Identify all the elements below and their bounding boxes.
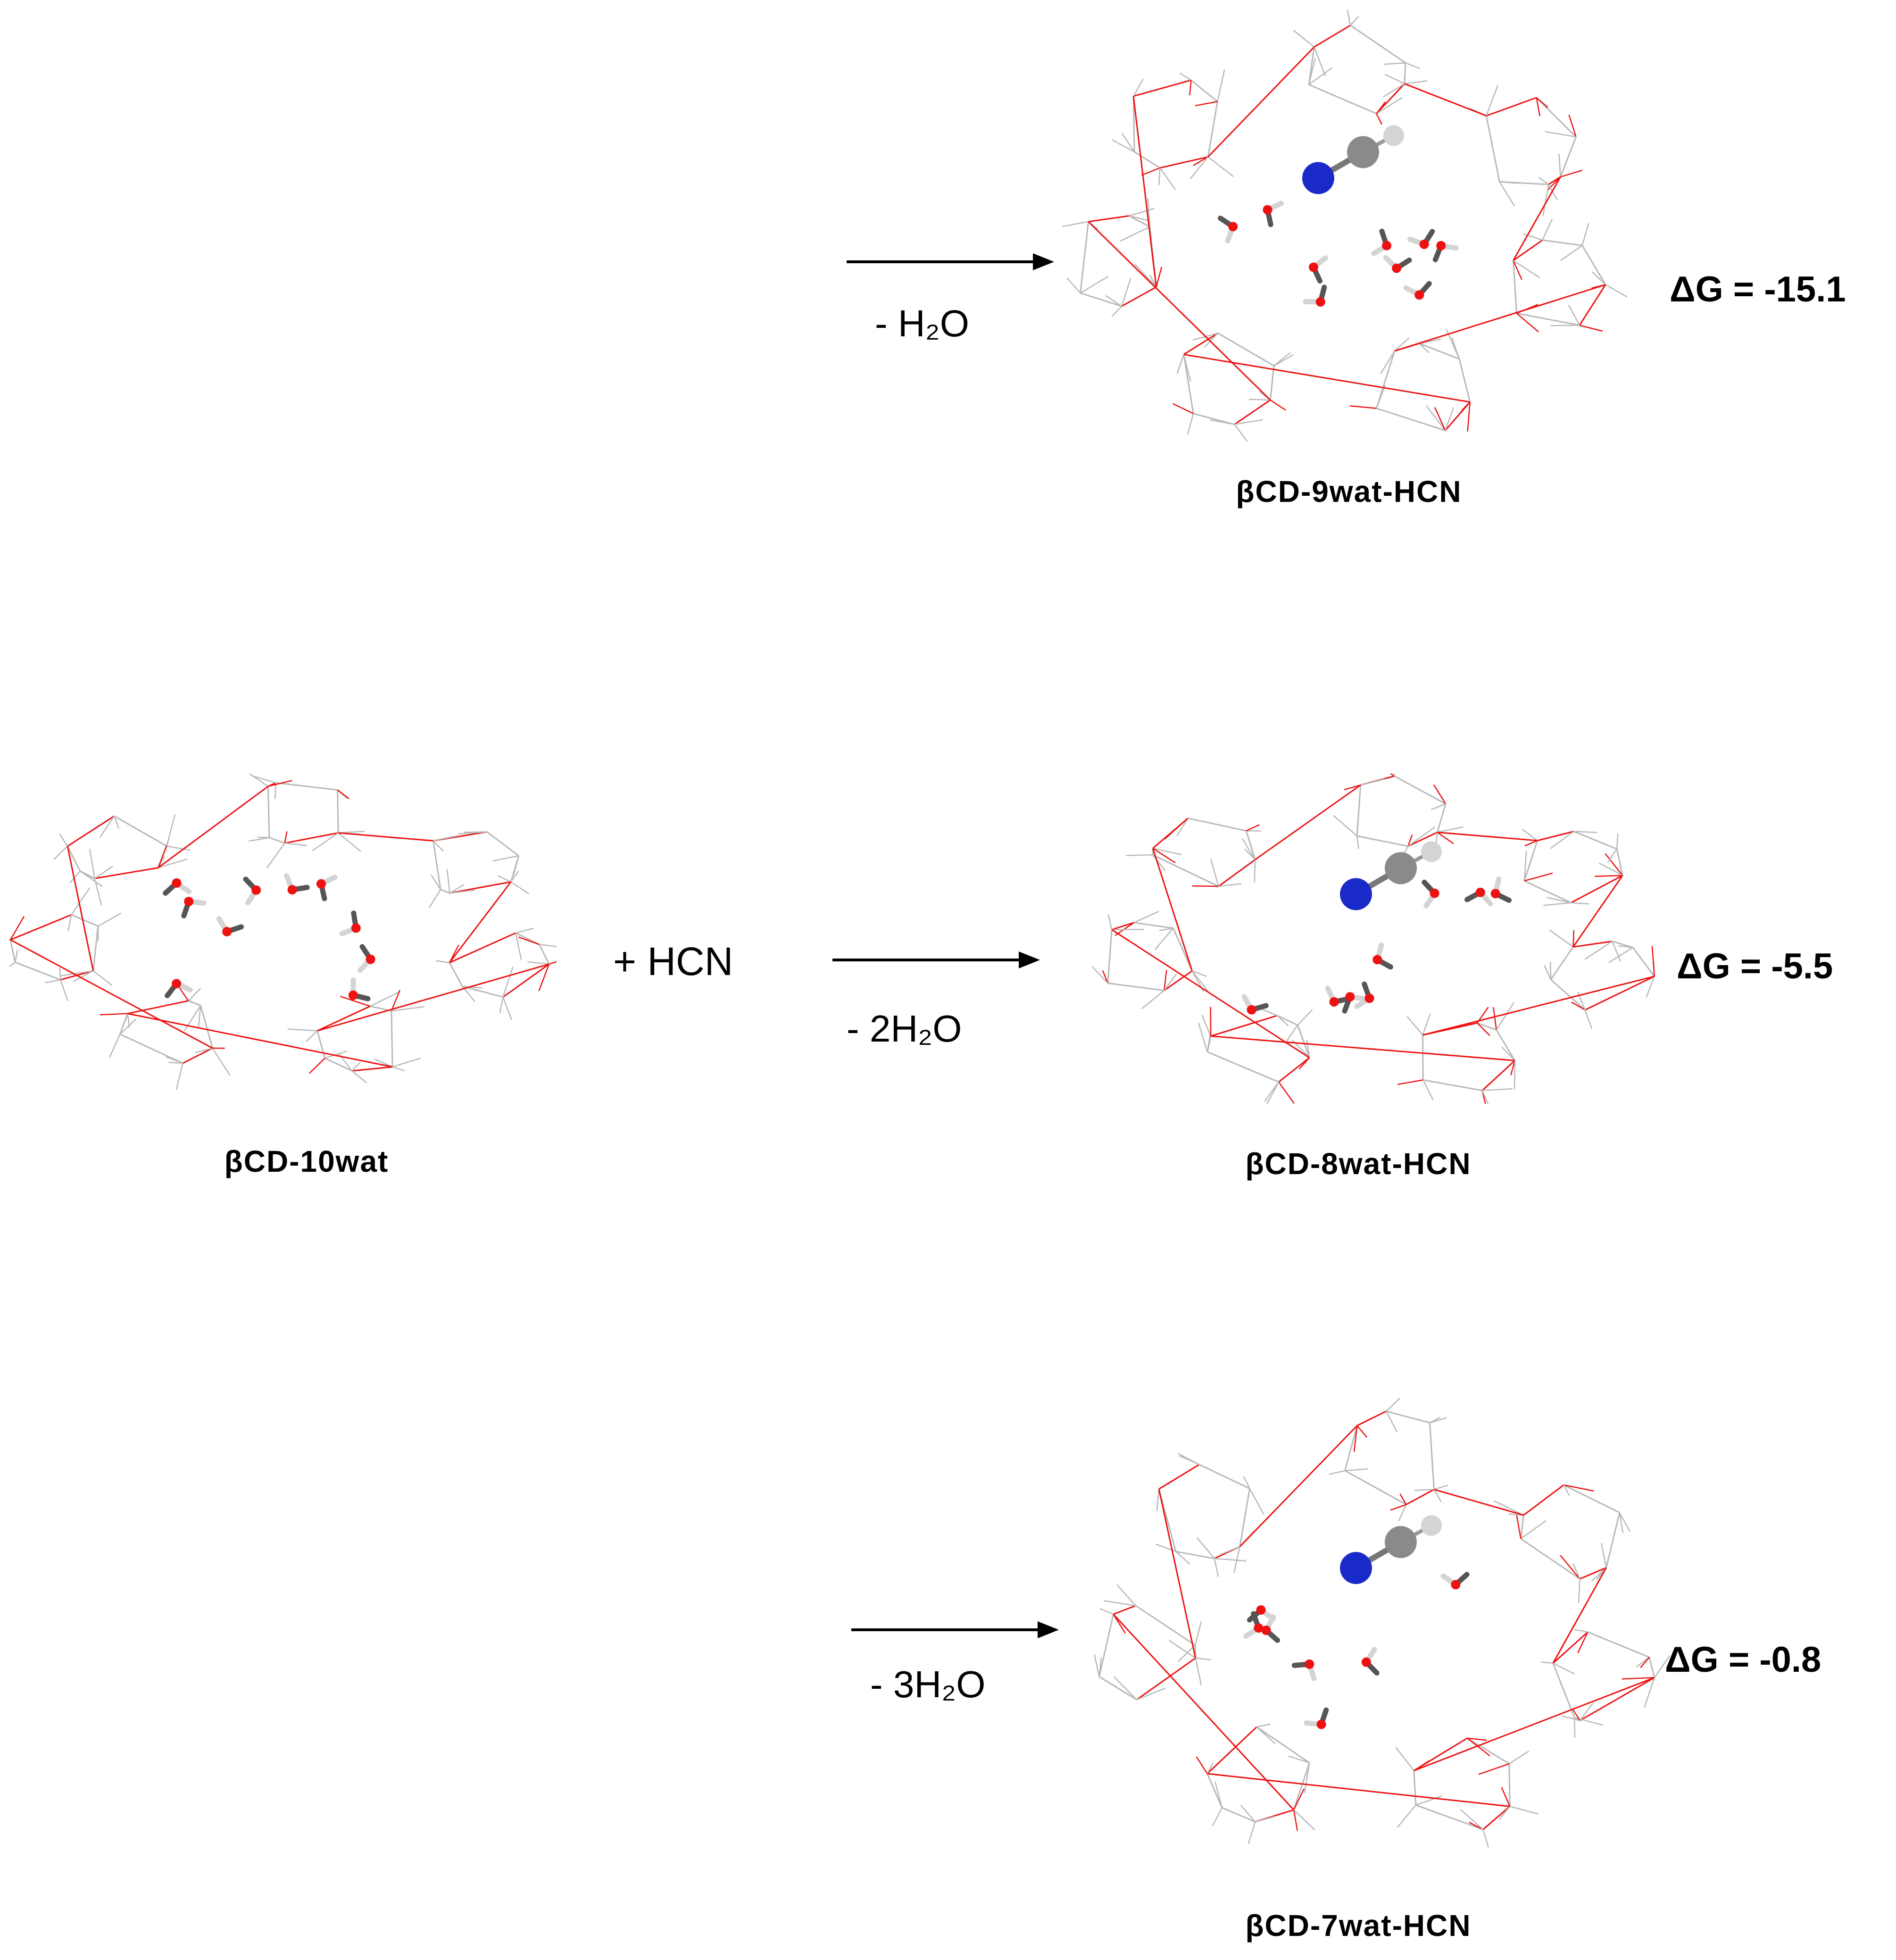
- hydrogen-atom: [1421, 841, 1442, 862]
- bcd-10wat-structure: [9, 773, 557, 1090]
- delta-g-3: ΔG = -0.8: [1665, 1640, 1821, 1680]
- condition-1: - H₂O: [875, 302, 969, 344]
- water-molecules: [1243, 1572, 1470, 1729]
- carbon-atom: [1385, 852, 1417, 884]
- product-2-label: βCD-8wat-HCN: [1245, 1147, 1472, 1181]
- product-1-molecule-image: [1042, 9, 1637, 462]
- nitrogen-atom: [1340, 878, 1372, 910]
- reaction-arrow-1: [847, 253, 1054, 270]
- nitrogen-atom: [1340, 1552, 1372, 1584]
- condition-3: - 3H₂O: [870, 1663, 986, 1705]
- reaction-arrow-3: [851, 1621, 1059, 1638]
- delta-g-2: ΔG = -5.5: [1677, 946, 1833, 986]
- hcn-molecule: [1302, 125, 1404, 194]
- reactant-label: βCD-10wat: [224, 1144, 389, 1178]
- water-molecules: [1218, 200, 1459, 307]
- product-3-label: βCD-7wat-HCN: [1245, 1909, 1472, 1943]
- delta-g-1: ΔG = -15.1: [1670, 269, 1846, 309]
- condition-2: - 2H₂O: [847, 1008, 962, 1050]
- bcd-8wat-hcn-structure: [1091, 774, 1655, 1104]
- product-1-label: βCD-9wat-HCN: [1236, 475, 1462, 509]
- hydrogen-atom: [1421, 1515, 1442, 1536]
- nitrogen-atom: [1302, 162, 1334, 194]
- product-3-molecule-image: [1085, 1392, 1670, 1854]
- water-molecules: [163, 873, 375, 1001]
- reactant-molecule-image: [9, 750, 557, 1090]
- bcd-7wat-hcn-structure: [1094, 1398, 1670, 1848]
- reagent-hcn: + HCN: [613, 939, 733, 984]
- cyclodextrin-frame: [1091, 774, 1655, 1104]
- bcd-9wat-hcn-structure: [1062, 9, 1628, 442]
- carbon-atom: [1385, 1526, 1417, 1558]
- hydrogen-atom: [1383, 125, 1404, 146]
- carbon-atom: [1347, 136, 1379, 168]
- hcn-molecule: [1340, 841, 1442, 910]
- cyclodextrin-frame: [1094, 1398, 1670, 1848]
- reaction-arrow-2: [832, 951, 1040, 968]
- water-molecules: [1241, 876, 1512, 1015]
- product-2-molecule-image: [1085, 774, 1670, 1104]
- cyclodextrin-frame: [1062, 9, 1628, 442]
- hcn-molecule: [1340, 1515, 1442, 1584]
- cyclodextrin-frame: [9, 773, 557, 1090]
